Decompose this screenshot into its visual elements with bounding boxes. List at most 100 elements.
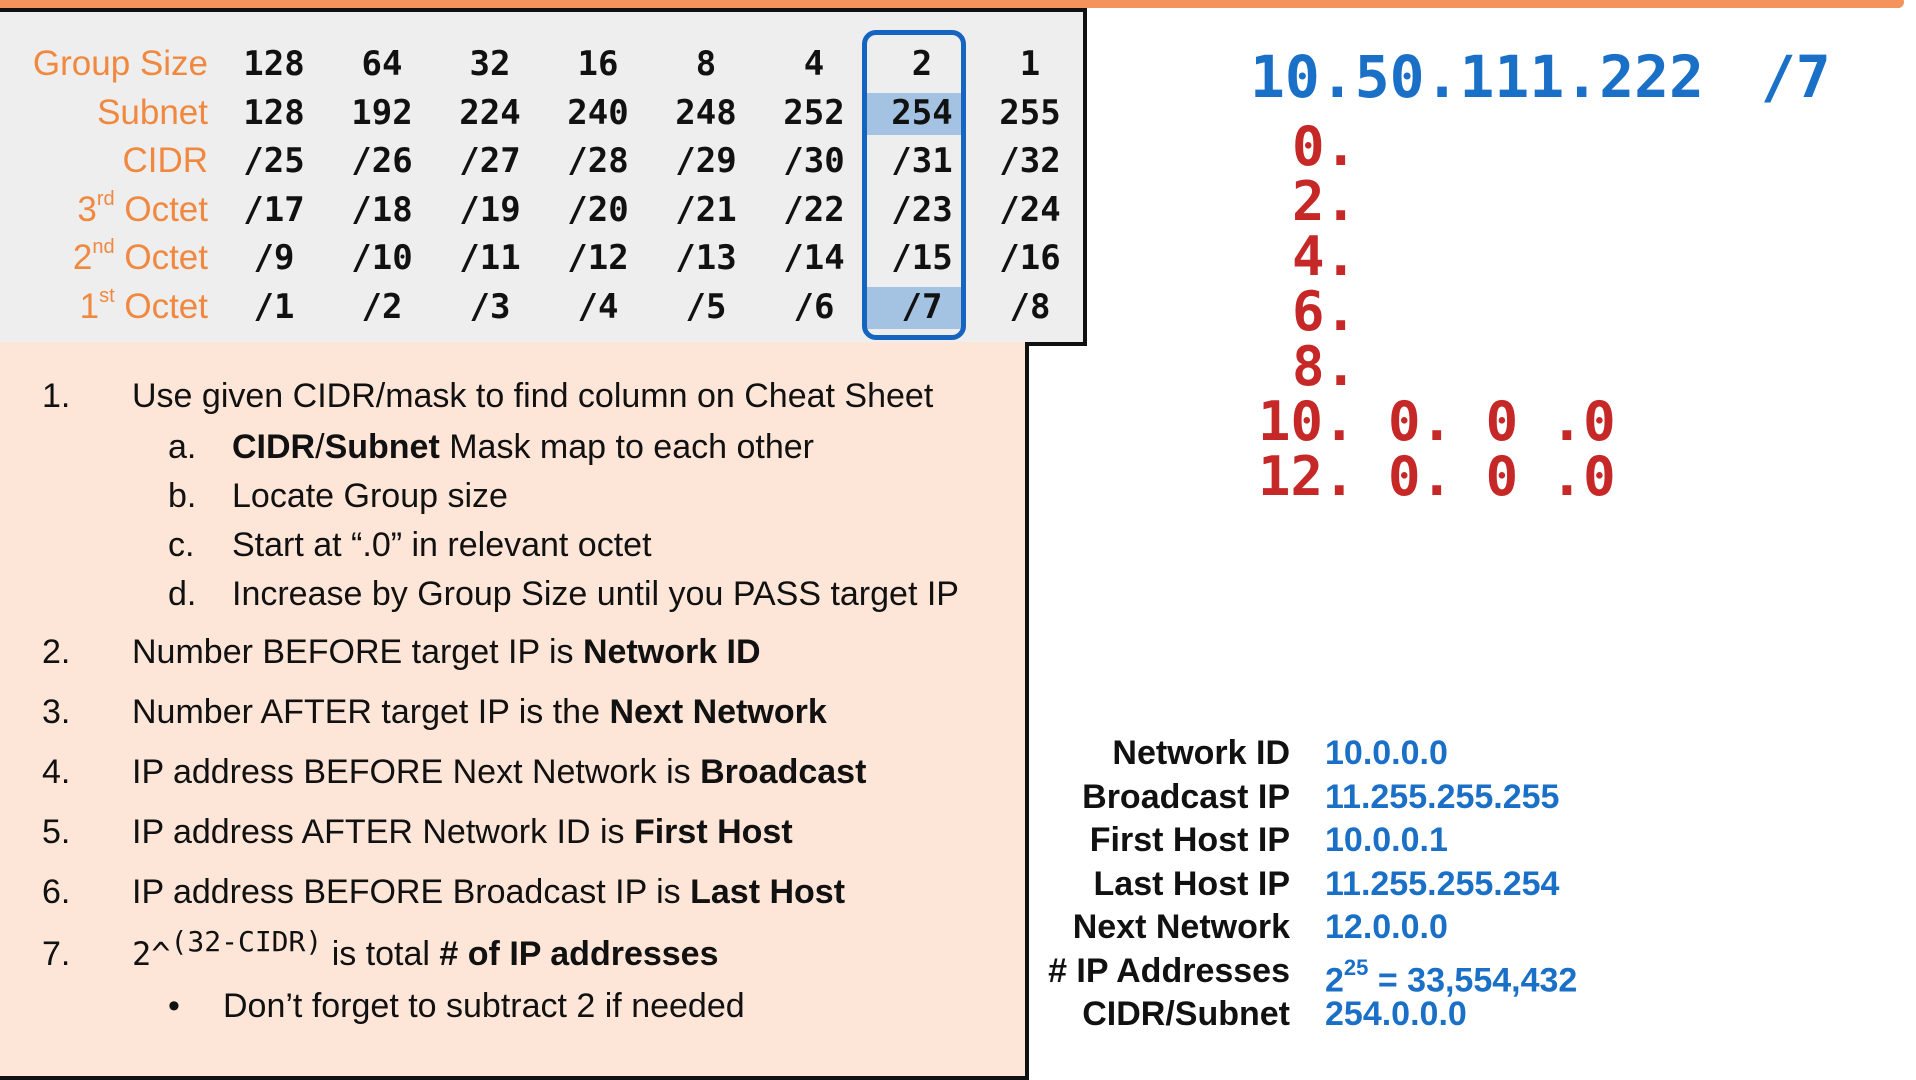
step-1: 1. Use given CIDR/mask to find column on… — [42, 374, 933, 418]
step-number: 5. — [42, 813, 71, 851]
cheat-cell: 1 — [1019, 44, 1041, 84]
step-number: 7. — [42, 935, 71, 973]
answer-value: 254.0.0.0 — [1325, 995, 1467, 1033]
cheat-cell: /11 — [459, 238, 521, 278]
answer-value: 11.255.255.255 — [1325, 777, 1560, 816]
answer-value: 11.255.255.254 — [1325, 864, 1560, 903]
step-number: b. — [168, 477, 197, 515]
cheat-cell: /25 — [243, 141, 305, 181]
answer-label: Broadcast IP — [1082, 777, 1290, 816]
cheat-cell: /5 — [685, 286, 727, 327]
cheat-cell: /6 — [793, 286, 835, 327]
step-bold: Next Network — [609, 693, 827, 731]
step-bold: CIDR — [232, 428, 316, 466]
work-line: 2. — [1292, 170, 1358, 233]
step-number: 6. — [42, 873, 71, 911]
cheat-cell: 255 — [999, 92, 1061, 133]
step-number: 2. — [42, 633, 71, 671]
top-accent-bar — [0, 0, 1900, 8]
work-line: 0. — [1292, 115, 1358, 178]
cheat-cell: /1 — [253, 286, 295, 327]
answer-label: Next Network — [1072, 908, 1290, 946]
cheat-cell: 254 — [891, 92, 953, 133]
answer-label: First Host IP — [1089, 821, 1290, 859]
step-number: a. — [168, 428, 197, 466]
step-4: 4. IP address BEFORE Next Network is Bro… — [42, 750, 866, 794]
cheat-cell: /14 — [783, 238, 845, 278]
step-number: 4. — [42, 753, 71, 791]
highlighted-column — [862, 30, 966, 340]
step-number: d. — [168, 575, 197, 613]
cheat-row-label: 2nd Octet — [72, 236, 208, 277]
highlight-cell-fill — [867, 92, 961, 135]
step-bold: Broadcast — [700, 753, 867, 791]
step-6: 6. IP address BEFORE Broadcast IP is Las… — [42, 870, 845, 914]
step-text: Start at “.0” in relevant octet — [232, 526, 652, 564]
cheat-cell: /20 — [567, 189, 629, 230]
work-line: 12. 0. 0 .0 — [1258, 445, 1616, 508]
step-bold: Last Host — [690, 873, 846, 911]
cheat-cell: /9 — [253, 238, 295, 278]
step-1a: a. CIDR/Subnet Mask map to each other — [168, 425, 814, 469]
answer-value: 10.0.0.0 — [1325, 734, 1448, 772]
cheat-cell: /32 — [999, 141, 1061, 181]
cheat-cell: /16 — [999, 238, 1061, 278]
step-bold: # of IP addresses — [439, 935, 719, 973]
cheat-cell: /21 — [675, 189, 737, 230]
cheat-cell: 32 — [469, 44, 511, 84]
answer-label: CIDR/Subnet — [1082, 995, 1290, 1033]
cheat-cell: /26 — [351, 141, 413, 181]
cheat-row-label: Subnet — [97, 92, 208, 132]
cheat-cell: /19 — [459, 189, 521, 230]
step-5: 5. IP address AFTER Network ID is First … — [42, 810, 793, 854]
exponent-base: 2^ — [132, 935, 171, 973]
step-text: Mask map to each other — [439, 428, 814, 466]
cheat-cell: 248 — [675, 92, 737, 133]
cheat-cell: /13 — [675, 238, 737, 278]
step-1b: b. Locate Group size — [168, 474, 508, 518]
highlight-cell-fill — [867, 286, 961, 329]
target-ip: 10.50.111.222 /7 — [1250, 42, 1831, 112]
cheat-row-label: Group Size — [32, 44, 208, 83]
cheat-row-label: 1st Octet — [79, 284, 208, 326]
target-ip-address: 10.50.111.222 — [1250, 43, 1704, 111]
answer-value: 225 = 33,554,432 — [1325, 954, 1578, 999]
answer-label: Last Host IP — [1093, 864, 1290, 903]
step-bold: First Host — [633, 813, 793, 851]
cheat-cell: /18 — [351, 189, 413, 230]
step-text: Increase by Group Size until you PASS ta… — [232, 575, 959, 613]
step-text: Don’t forget to subtract 2 if needed — [223, 987, 745, 1025]
cheat-cell: /23 — [891, 189, 953, 230]
cheat-cell: /22 — [783, 189, 845, 230]
cheat-cell: 240 — [567, 92, 629, 133]
step-7: 7. 2^(32-CIDR) is total # of IP addresse… — [42, 925, 719, 978]
step-text: is total — [322, 935, 440, 973]
cheat-cell: 2 — [911, 44, 933, 84]
answer-label: Network ID — [1112, 734, 1290, 772]
target-cidr: /7 — [1760, 43, 1831, 111]
cheat-cell: /3 — [469, 286, 511, 327]
step-bold: Subnet — [324, 428, 440, 466]
cheat-cell: /30 — [783, 141, 845, 181]
step-text: / — [315, 428, 325, 466]
cheat-cell: /8 — [1009, 286, 1051, 327]
cheat-cell: /17 — [243, 189, 305, 230]
step-text: Number BEFORE target IP is — [132, 633, 583, 671]
cheat-cell: 224 — [459, 92, 521, 133]
cheat-cell: 64 — [361, 44, 403, 84]
step-text: IP address BEFORE Broadcast IP is — [132, 873, 691, 911]
top-accent-dot — [1892, 0, 1904, 8]
cheat-row-label: 3rd Octet — [77, 187, 208, 229]
exponent: (32-CIDR) — [170, 925, 323, 958]
instructions-panel: 1. Use given CIDR/mask to find column on… — [0, 342, 1029, 1080]
step-2: 2. Number BEFORE target IP is Network ID — [42, 630, 761, 674]
cheat-cell: 128 — [243, 92, 305, 133]
cheat-cell: 252 — [783, 92, 845, 133]
step-3: 3. Number AFTER target IP is the Next Ne… — [42, 690, 827, 734]
answer-label: # IP Addresses — [1048, 951, 1290, 990]
cheat-cell: /29 — [675, 141, 737, 181]
cheat-cell: /24 — [999, 189, 1061, 230]
cheat-cell: 128 — [243, 44, 305, 84]
work-line: 10. 0. 0 .0 — [1258, 390, 1616, 453]
